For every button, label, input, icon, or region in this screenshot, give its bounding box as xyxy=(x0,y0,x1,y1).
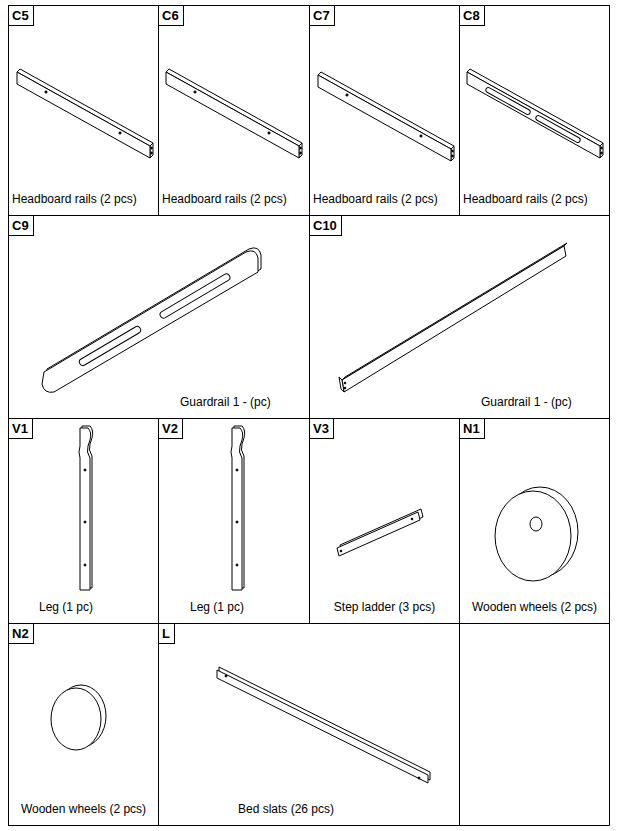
headboard-rail xyxy=(166,69,302,158)
part-description: Leg (1 pc) xyxy=(189,600,245,614)
part-cell: C7Headboard rails (2 pcs) xyxy=(309,5,460,216)
part-cell: C8Headboard rails (2 pcs) xyxy=(459,5,610,216)
headboard-rail xyxy=(318,72,454,161)
part-code: C7 xyxy=(310,6,335,26)
part-description: Guardrail 1 - (pc) xyxy=(480,395,573,409)
wooden-wheel xyxy=(51,685,106,750)
part-code: C10 xyxy=(310,216,342,236)
step-ladder xyxy=(337,509,423,556)
part-description: Wooden wheels (2 pcs) xyxy=(471,600,598,614)
wooden-wheel xyxy=(495,487,578,581)
part-code: V3 xyxy=(310,419,334,439)
guardrail xyxy=(42,248,261,392)
leg xyxy=(79,426,93,590)
part-cell: V2Leg (1 pc) xyxy=(158,418,310,624)
part-code: V2 xyxy=(159,419,183,439)
part-code: C9 xyxy=(9,216,34,236)
part-code: C5 xyxy=(9,6,34,26)
part-cell: N1Wooden wheels (2 pcs) xyxy=(459,418,610,624)
part-cell: C9Guardrail 1 - (pc) xyxy=(8,215,310,419)
part-code: C8 xyxy=(460,6,485,26)
headboard-rail xyxy=(467,69,603,158)
part-description: Step ladder (3 pcs) xyxy=(333,600,436,614)
part-description: Headboard rails (2 pcs) xyxy=(161,192,288,206)
part-description: Bed slats (26 pcs) xyxy=(237,802,335,816)
headboard-rail xyxy=(17,69,153,158)
part-cell: L Bed slats (26 pcs) xyxy=(158,623,460,826)
part-description: Wooden wheels (2 pcs) xyxy=(20,802,147,816)
empty-cell xyxy=(460,624,610,826)
part-code: V1 xyxy=(9,419,33,439)
guardrail xyxy=(339,243,567,392)
part-code: N1 xyxy=(460,419,485,439)
leg xyxy=(231,426,245,590)
part-description: Headboard rails (2 pcs) xyxy=(312,192,439,206)
part-code: L xyxy=(159,624,175,644)
part-description: Headboard rails (2 pcs) xyxy=(462,192,589,206)
part-cell: V1Leg (1 pc) xyxy=(8,418,159,624)
part-code: C6 xyxy=(159,6,184,26)
part-description: Guardrail 1 - (pc) xyxy=(179,395,272,409)
part-cell: V3Step ladder (3 pcs) xyxy=(309,418,460,624)
part-code: N2 xyxy=(9,624,34,644)
part-cell: C10Guardrail 1 - (pc) xyxy=(309,215,610,419)
bed-slat xyxy=(217,667,430,783)
part-description: Headboard rails (2 pcs) xyxy=(11,192,138,206)
part-cell: C6Headboard rails (2 pcs) xyxy=(158,5,310,216)
part-cell: C5Headboard rails (2 pcs) xyxy=(8,5,159,216)
part-description: Leg (1 pc) xyxy=(38,600,94,614)
part-cell: N2Wooden wheels (2 pcs) xyxy=(8,623,159,826)
